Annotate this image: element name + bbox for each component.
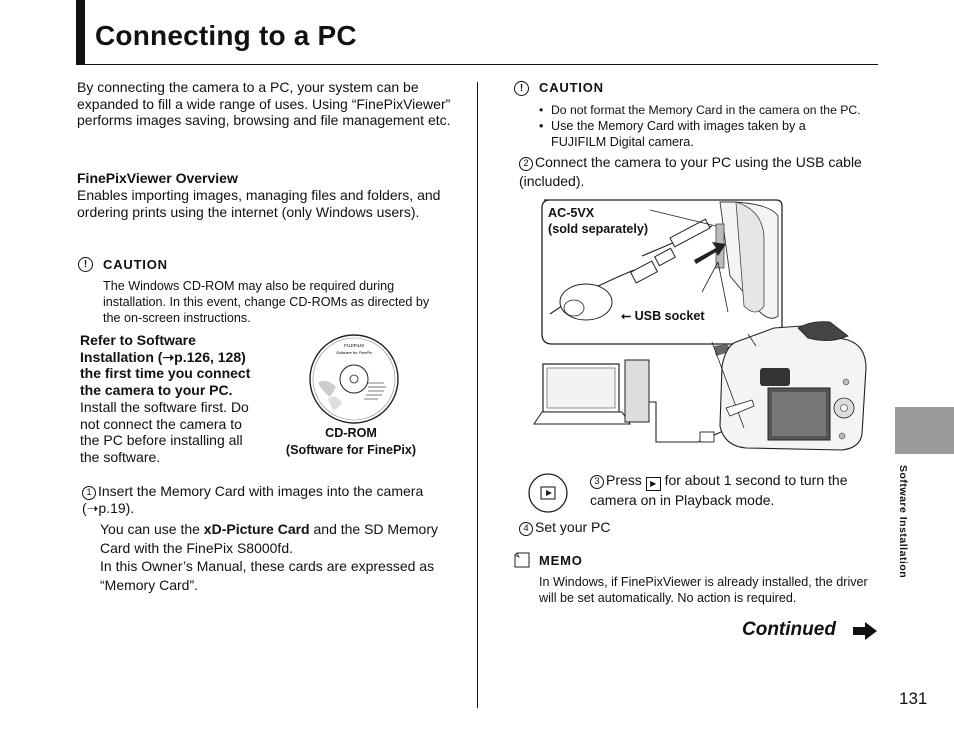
usb-socket-label: ⭠ USB socket <box>621 309 705 324</box>
page-number: 131 <box>899 689 928 708</box>
step1-sub: You can use the xD-Picture Card and the … <box>100 520 445 558</box>
caution-heading: CAUTION <box>103 257 168 272</box>
continued-arrow-icon <box>853 622 877 640</box>
overview-text: Enables importing images, managing files… <box>77 187 441 220</box>
continued-label: Continued <box>742 619 836 641</box>
cd-disc-title: Software for FinePix <box>336 350 373 355</box>
usb-label-text: USB socket <box>634 309 705 323</box>
playback-button-icon <box>528 473 568 513</box>
usb-icon: ⭠ <box>621 309 632 323</box>
caution-bullet-1: Do not format the Memory Card in the cam… <box>551 102 886 118</box>
overview-heading: FinePixViewer Overview <box>77 170 238 186</box>
ac-label-line2: (sold separately) <box>548 222 649 236</box>
caution-icon-right: ! <box>514 81 529 96</box>
refer-text: Install the software first. Do not conne… <box>80 399 249 466</box>
bullet-2-text: Use the Memory Card with images taken by… <box>551 119 806 149</box>
ac-adapter-label: AC-5VX (sold separately) <box>548 205 648 237</box>
intro-paragraph: By connecting the camera to a PC, your s… <box>77 79 451 129</box>
refer-note: Refer to Software Installation (➝p.126, … <box>80 332 251 399</box>
caution-heading-right: CAUTION <box>539 80 604 95</box>
step3-text-a: Press <box>606 472 646 488</box>
memo-text: In Windows, if FinePixViewer is already … <box>539 575 868 605</box>
title-bar-accent <box>76 0 85 64</box>
caution-icon: ! <box>78 257 93 272</box>
connection-diagram <box>532 199 867 451</box>
play-icon: ▶ <box>645 477 661 491</box>
step2-text: Connect the camera to your PC using the … <box>519 154 862 189</box>
step1-text: Insert the Memory Card with images into … <box>82 483 424 516</box>
continued-text: Continued <box>742 619 836 640</box>
page-title: Connecting to a PC <box>95 20 357 51</box>
ac-label-line1: AC-5VX <box>548 206 595 220</box>
column-divider <box>477 82 478 708</box>
caution-bullet-2: Use the Memory Card with images taken by… <box>551 118 851 150</box>
step1-sub-b: and the SD Memory Card with the FinePix … <box>100 521 438 556</box>
step3-number: 3 <box>590 475 604 489</box>
step3-text-b: for about 1 second to turn the camera on… <box>590 472 848 508</box>
step1-number: 1 <box>82 486 96 500</box>
bullet-1-text: Do not format the Memory Card in the cam… <box>551 103 861 117</box>
cd-label-line2: (Software for FinePix) <box>285 443 417 457</box>
title-underline <box>76 64 878 65</box>
cd-label-line1: CD-ROM <box>325 426 377 440</box>
memo-heading: MEMO <box>539 553 583 568</box>
step2-number: 2 <box>519 157 533 171</box>
memo-icon <box>514 552 530 568</box>
step1-sub-a: You can use the <box>100 521 204 537</box>
cd-rom-image: FUJIFILM Software for FinePix <box>309 334 399 424</box>
step1-sub-c: In this Owner’s Manual, these cards are … <box>100 558 435 593</box>
cd-brand: FUJIFILM <box>344 343 364 348</box>
step4-number: 4 <box>519 522 533 536</box>
section-tab <box>895 407 954 454</box>
step4-text: Set your PC <box>535 519 611 535</box>
caution-text: The Windows CD-ROM may also be required … <box>103 279 430 325</box>
section-tab-label: Software Installation <box>897 465 909 579</box>
step1-sub-bold: xD-Picture Card <box>203 521 310 537</box>
